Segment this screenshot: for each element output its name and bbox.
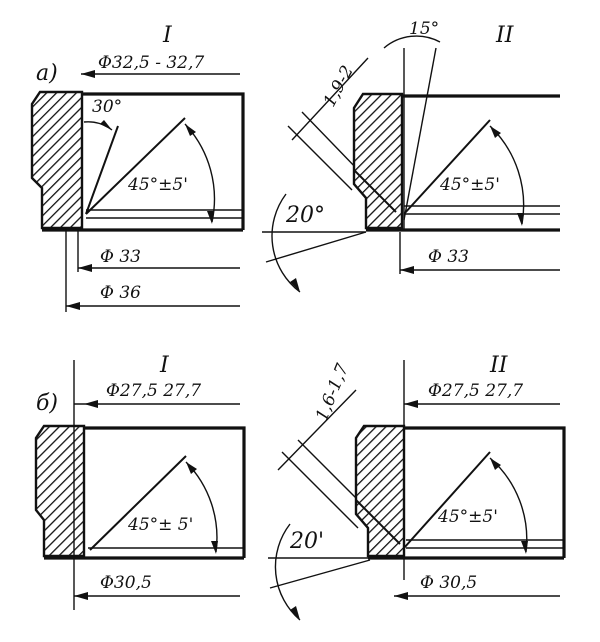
line-20 — [265, 231, 367, 263]
angle-a-left-small: 30° — [92, 97, 122, 117]
arrowhead — [490, 126, 501, 138]
section-marker-a: a) — [36, 61, 58, 86]
cut-line-30 — [85, 125, 119, 215]
arrowhead — [100, 120, 112, 130]
section-a-right: II 15° 1,9-2 45°±5' 20° Φ 33 — [262, 19, 560, 293]
arrowhead — [404, 400, 418, 408]
arrowhead — [521, 541, 528, 554]
cut-line-45 — [403, 451, 491, 549]
arrowhead — [81, 70, 95, 78]
angle-b-right-side: 20' — [289, 529, 324, 554]
arrowhead — [185, 124, 196, 136]
hatched-section — [34, 424, 86, 558]
hatched-section — [30, 90, 84, 230]
section-b-left: I б) Φ27,5 27,7 45°± 5' Φ30,5 — [34, 353, 246, 610]
cut-line-45 — [85, 117, 186, 215]
arrowhead — [394, 592, 408, 600]
dim-a-right-mid: Φ 33 — [428, 247, 469, 267]
chamfer-dim-line — [291, 57, 369, 141]
section-a-left: I a) Φ32,5 - 32,7 30° 45°±5' Φ 33 Φ — [30, 23, 245, 312]
angle-a-right-main: 45°±5' — [439, 175, 500, 195]
arrowhead — [517, 213, 524, 226]
chamfer-ext — [281, 451, 359, 529]
hatched-section — [352, 92, 404, 230]
dim-a-left-bot: Φ 36 — [100, 283, 141, 303]
dim-b-left-top: Φ27,5 27,7 — [106, 381, 201, 401]
roman-label-b-left: I — [159, 353, 170, 378]
arc-15 — [383, 35, 441, 49]
arrowhead — [207, 211, 214, 224]
chamfer-ext — [301, 111, 361, 173]
chamfer-dim-line — [277, 389, 357, 471]
arrowhead — [400, 266, 414, 274]
dim-a-left-top: Φ32,5 - 32,7 — [98, 53, 204, 73]
dim-a-left-mid: Φ 33 — [100, 247, 141, 267]
roman-label-a-right: II — [495, 23, 515, 48]
part-outline — [404, 426, 566, 558]
arrowhead — [84, 400, 98, 408]
chamfer-ext — [287, 125, 353, 191]
arrowhead — [211, 541, 218, 554]
angle-a-left-main: 45°±5' — [127, 175, 188, 195]
arc-45 — [185, 461, 218, 553]
part-outline — [84, 426, 246, 558]
cut-line-45 — [89, 455, 187, 551]
angle-a-right-top: 15° — [409, 19, 439, 39]
arc-20 — [271, 193, 301, 293]
roman-label-a-left: I — [162, 23, 173, 48]
part-outline — [82, 92, 245, 230]
angle-a-right-side: 20° — [285, 203, 325, 228]
angle-b-left-main: 45°± 5' — [127, 515, 193, 535]
arrowhead — [186, 462, 197, 474]
arrowhead — [78, 264, 92, 272]
dim-b-right-top: Φ27,5 27,7 — [428, 381, 523, 401]
arrowhead — [490, 458, 501, 470]
dim-b-left-bot: Φ30,5 — [100, 573, 152, 593]
chamfer-line — [355, 499, 401, 545]
angle-b-right-main: 45°±5' — [437, 507, 498, 527]
arc-45 — [489, 457, 528, 553]
hatched-section — [354, 424, 406, 558]
arrowhead — [290, 278, 300, 292]
arc-45 — [184, 123, 216, 223]
line-20 — [269, 559, 371, 589]
arrowhead — [74, 592, 88, 600]
chamfer-line — [353, 169, 397, 213]
line-15 — [403, 47, 437, 221]
roman-label-b-right: II — [489, 353, 509, 378]
section-b-right: II Φ27,5 27,7 1,6-1,7 45°±5' 20' Φ 30,5 — [268, 353, 566, 621]
cut-line-45 — [403, 119, 491, 215]
arrowhead — [66, 302, 80, 310]
dim-b-right-bot: Φ 30,5 — [420, 573, 477, 593]
section-marker-b: б) — [36, 391, 58, 416]
arrowhead — [290, 606, 300, 620]
chamfer-ext — [297, 439, 361, 503]
